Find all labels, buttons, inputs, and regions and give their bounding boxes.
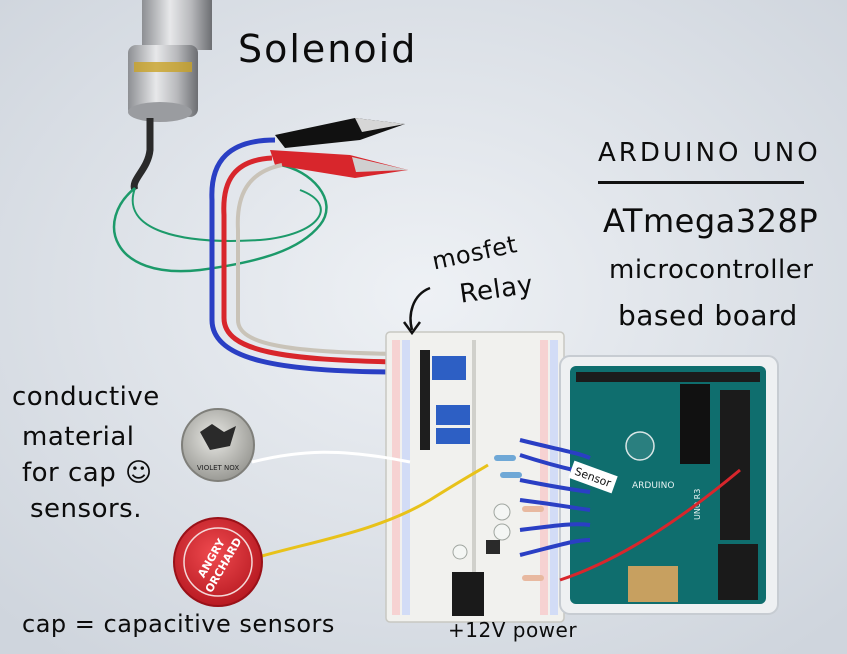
label-microcontroller: microcontroller [609,255,814,285]
alligator-clip-red [270,150,408,178]
label-12v-power: +12V power [448,618,578,642]
wire-red-arduino [559,468,741,582]
wire-white [251,450,411,464]
power-jack [452,572,484,616]
label-cap-capacitive: cap = capacitive sensors [22,610,335,638]
wire-green-1 [112,163,328,273]
label-for-cap: for cap ☺ [22,458,153,488]
alligator-clip-black [275,118,405,148]
label-arduino-uno: ARDUINO UNO [598,138,821,168]
bottle-cap-sensor: ANGRY ORCHARD [173,517,263,607]
coin-sensor: VIOLET NOX [181,408,255,482]
wire-blue [209,137,510,375]
label-underline [598,181,804,184]
label-based-board: based board [618,299,798,332]
wire-green-2 [131,187,322,242]
leds [452,503,511,560]
wire-grey [235,163,396,356]
label-sensors: sensors. [30,494,142,524]
mosfet-relay-module [420,350,470,450]
solenoid [128,0,212,122]
annotation-arrow [409,286,431,331]
label-solenoid: Solenoid [238,27,418,71]
solenoid-cable [130,118,154,192]
coin-label: VIOLET NOX [197,464,239,472]
resistors [494,455,544,581]
arduino-uno-board: ARDUINO UNO R3 [570,366,766,604]
wire-yellow [261,463,489,558]
wire-red [221,155,511,367]
annotation-arrow-head [402,321,422,336]
arduino-logo-text: ARDUINO [632,481,674,491]
breadboard [385,331,565,623]
label-material: material [22,422,135,452]
push-button [486,540,500,554]
label-atmega: ATmega328P [603,202,819,240]
label-conductive: conductive [12,382,160,412]
